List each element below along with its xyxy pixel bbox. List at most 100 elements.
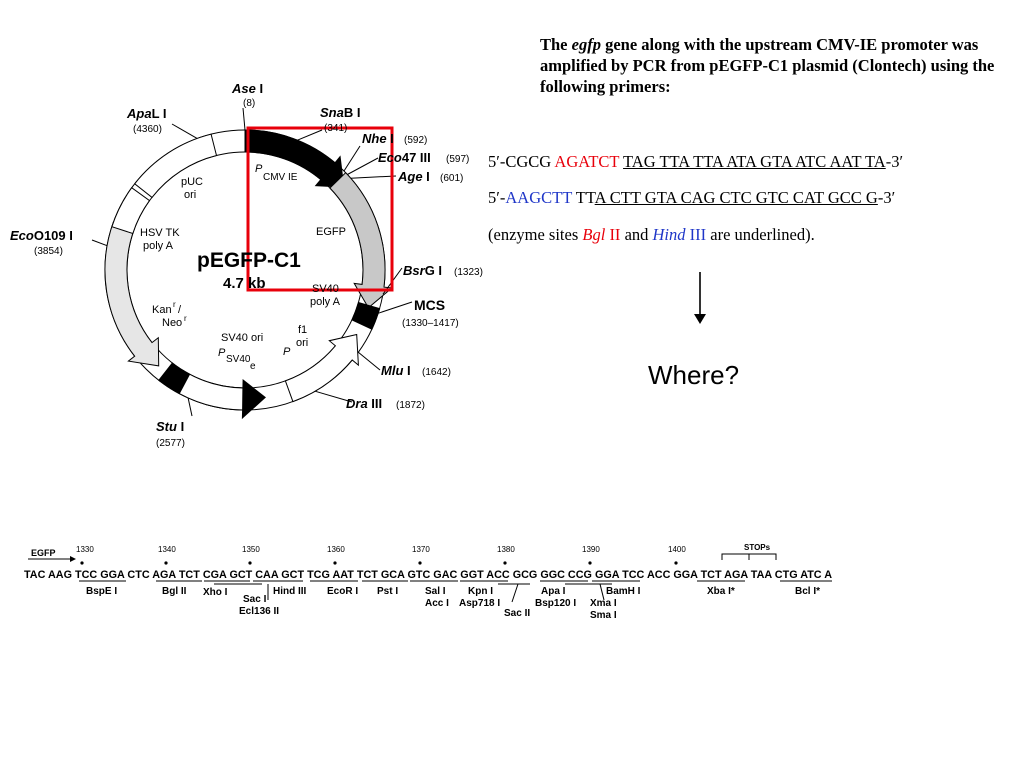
enz-xho: Xho I (203, 587, 228, 598)
p-cmv-p: P (255, 163, 263, 175)
site-bsrg-pos: (1323) (454, 267, 483, 278)
hindiii-site: AAGCTT (505, 188, 572, 207)
neo-label: Neo (162, 317, 182, 329)
highlight-box (246, 126, 394, 292)
enz-acc: Acc I (425, 598, 449, 609)
egfp-tag-arrowhead (70, 556, 76, 562)
pos-1390: 1390 (582, 545, 600, 554)
enz-sma: Sma I (590, 610, 617, 621)
plasmid-size: 4.7 kb (223, 275, 266, 292)
primer-reverse: 5′-AAGCTT TTA CTT GTA CAG CTC GTC CAT GC… (488, 188, 896, 207)
leader-line-1 (297, 129, 323, 141)
kan-slash: / (178, 304, 182, 316)
enz-xma: Xma I (590, 598, 617, 609)
puc-label-2: ori (184, 189, 196, 201)
leader-line-4 (350, 175, 397, 179)
leader-line-6 (377, 301, 413, 314)
hsv-label-2: poly A (143, 240, 174, 252)
enzyme-note: (enzyme sites Bgl II and Hind III are un… (488, 225, 815, 244)
site-mcs-pos: (1330–1417) (402, 318, 459, 329)
site-mcs: MCS (414, 297, 445, 313)
site-mlu-pos: (1642) (422, 367, 451, 378)
enz-pst: Pst I (377, 586, 398, 597)
site-dra-pos: (1872) (396, 400, 425, 411)
where-question: Where? (648, 360, 740, 390)
pos-1370: 1370 (412, 545, 430, 554)
site-age-pos: (601) (440, 173, 463, 184)
pos-1330: 1330 (76, 545, 94, 554)
site-eco47: Eco47 III (378, 150, 431, 165)
stops-bracket (721, 553, 777, 560)
f1-ori-arrow (284, 333, 359, 403)
primer-forward-annealing: TAG TTA TTA ATA GTA ATC AAT TA (623, 152, 886, 171)
site-eco0109-pos: (3854) (34, 246, 63, 257)
sv40-polya-block (351, 301, 381, 330)
sv40-polya-label-2: poly A (310, 296, 341, 308)
kan-neo-arrow (104, 221, 160, 367)
enz-apa: Apa I (541, 586, 566, 597)
site-mlu: Mlu I (381, 363, 411, 378)
egfp-label: EGFP (316, 226, 346, 238)
leader-line-2 (343, 145, 361, 172)
puc-label-1: pUC (181, 176, 203, 188)
pos-1340: 1340 (158, 545, 176, 554)
f1-label-1: f1 (298, 324, 307, 336)
leader-line-8 (314, 390, 353, 403)
leader-line-10 (91, 239, 108, 247)
enz-sac: Sac I (243, 594, 267, 605)
primer-reverse-annealing: A CTT GTA CAG CTC GTC CAT GCC G (594, 188, 878, 207)
kan-r: r (173, 300, 176, 309)
site-ase: Ase I (231, 81, 263, 96)
site-apal-pos: (4360) (133, 124, 162, 135)
leader-line-11 (171, 123, 198, 139)
leader-line-3 (347, 157, 379, 175)
mcs-strip: EGFP STOPs 1330 1340 1350 1360 1370 1380… (24, 543, 832, 621)
feature-segments (104, 129, 394, 420)
pos-1350: 1350 (242, 545, 260, 554)
sv40-polya-label-1: SV40 (312, 283, 339, 295)
leader-line-7 (357, 351, 381, 371)
stops-label: STOPs (744, 543, 771, 552)
enz-bgl: Bgl II (162, 586, 187, 597)
leader-line-0 (242, 107, 246, 131)
sv40e-block (158, 362, 191, 395)
site-stu: Stu I (156, 419, 184, 434)
mcs-sequence: TAC AAG TCC GGA CTC AGA TCT CGA GCT CAA … (24, 569, 832, 581)
plasmid-map: pEGFP-C1 4.7 kb P CMV IE EGFP SV40 poly … (10, 81, 483, 449)
primer-forward: 5′-CGCG AGATCT TAG TTA TTA ATA GTA ATC A… (488, 152, 904, 171)
plasmid-name: pEGFP-C1 (197, 249, 301, 272)
enz-hind: Hind III (273, 586, 307, 597)
puc-ori-block (133, 133, 218, 199)
site-nhe-pos: (592) (404, 135, 427, 146)
pos-1400: 1400 (668, 545, 686, 554)
site-stu-pos: (2577) (156, 438, 185, 449)
kan-label: Kan (152, 304, 172, 316)
enz-sal: Sal I (425, 586, 446, 597)
sv40-ori-label: SV40 ori (221, 332, 263, 344)
site-snab: SnaB I (320, 105, 360, 120)
gene-name: egfp (571, 35, 601, 54)
enz-asp: Asp718 I (459, 598, 500, 609)
down-arrow (694, 272, 706, 324)
site-age: Age I (397, 169, 430, 184)
neo-r: r (184, 314, 187, 323)
site-snab-pos: (341) (324, 123, 347, 134)
enz-sac2: Sac II (504, 608, 530, 619)
hsv-label-1: HSV TK (140, 227, 180, 239)
p-sv40-e: e (250, 361, 256, 372)
leader-line-9 (187, 397, 193, 417)
p-cmv-arrow (244, 129, 345, 188)
description-text: The egfp gene along with the upstream CM… (540, 35, 995, 96)
enz-bspe: BspE I (86, 586, 117, 597)
p-sv40-p: P (218, 347, 226, 359)
bglii-site: AGATCT (554, 152, 620, 171)
pos-1380: 1380 (497, 545, 515, 554)
site-nhe: Nhe I (362, 131, 394, 146)
p-cmv-sub: CMV IE (263, 172, 298, 183)
site-dra: Dra III (346, 396, 382, 411)
p-label: P (283, 346, 291, 358)
hsv-tk-block (111, 187, 151, 235)
enz-ecl: Ecl136 II (239, 606, 279, 617)
pos-1360: 1360 (327, 545, 345, 554)
